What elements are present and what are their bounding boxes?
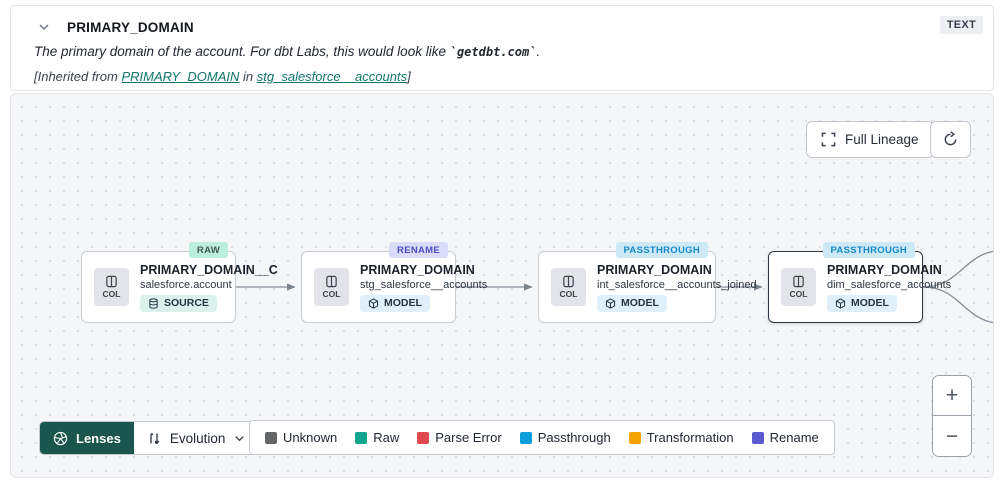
- resource-type-badge: MODEL: [827, 294, 897, 312]
- legend-swatch: [417, 431, 430, 444]
- column-badge: COL: [551, 268, 586, 306]
- evolution-lens-icon: [150, 432, 160, 444]
- lineage-node-stg-salesforce-accounts[interactable]: RENAME COL PRIMARY_DOMAIN stg_salesforce…: [301, 242, 487, 323]
- inherited-model-link[interactable]: stg_salesforce__accounts: [256, 69, 408, 84]
- resource-type-badge: MODEL: [597, 294, 667, 312]
- node-column-name: PRIMARY_DOMAIN__C: [140, 262, 278, 277]
- resource-type-badge: MODEL: [360, 294, 430, 312]
- table-columns-icon: [563, 275, 574, 288]
- column-description: The primary domain of the account. For d…: [34, 44, 541, 59]
- legend-item: Raw: [355, 430, 399, 445]
- lens-dropdown[interactable]: Evolution: [133, 422, 259, 454]
- column-badge: COL: [94, 268, 129, 306]
- legend-item: Rename: [751, 430, 819, 445]
- legend-swatch: [355, 431, 368, 444]
- legend-item: Transformation: [628, 430, 734, 445]
- lenses-control: Lenses Evolution: [39, 421, 260, 455]
- refresh-button[interactable]: [930, 121, 971, 158]
- legend-item: Passthrough: [519, 430, 611, 445]
- lineage-canvas[interactable]: RAW COL PRIMARY_DOMAIN__C salesforce.acc…: [10, 93, 994, 478]
- node-model-name: int_salesforce__accounts_joined: [597, 278, 757, 291]
- node-model-name: dim_salesforce_accounts: [827, 278, 952, 291]
- legend-swatch: [519, 431, 532, 444]
- node-model-name: salesforce.account: [140, 278, 232, 291]
- evolution-tag: RENAME: [389, 242, 448, 258]
- cube-icon: [835, 297, 846, 309]
- data-type-badge: TEXT: [939, 16, 983, 34]
- legend-item: Parse Error: [417, 430, 502, 445]
- zoom-in-button[interactable]: +: [933, 376, 971, 416]
- lineage-node-dim-salesforce-accounts[interactable]: PASSTHROUGH COL PRIMARY_DOMAIN dim_sales…: [768, 242, 951, 323]
- cube-icon: [368, 297, 379, 309]
- lenses-button[interactable]: Lenses: [40, 422, 134, 454]
- database-icon: [149, 297, 158, 309]
- evolution-tag: PASSTHROUGH: [822, 242, 915, 258]
- aperture-icon: [53, 431, 68, 445]
- plus-icon: +: [945, 384, 959, 407]
- chevron-down-icon: [39, 24, 49, 30]
- evolution-tag: PASSTHROUGH: [615, 242, 708, 258]
- evolution-legend: Unknown Raw Parse Error Passthrough Tran…: [249, 420, 835, 455]
- node-column-name: PRIMARY_DOMAIN: [597, 262, 712, 277]
- legend-swatch: [265, 431, 277, 444]
- column-name-title: PRIMARY_DOMAIN: [67, 19, 194, 35]
- chevron-down-icon: [235, 435, 245, 441]
- legend-swatch: [751, 431, 764, 444]
- node-model-name: stg_salesforce__accounts: [360, 278, 488, 291]
- legend-item: Unknown: [265, 430, 337, 445]
- zoom-controls: + −: [932, 375, 972, 457]
- table-columns-icon: [326, 275, 337, 288]
- expand-icon: [821, 132, 836, 147]
- legend-swatch: [628, 431, 641, 444]
- node-column-name: PRIMARY_DOMAIN: [827, 262, 942, 277]
- collapse-panel-button[interactable]: [35, 18, 53, 36]
- column-badge: COL: [781, 268, 816, 306]
- inherited-column-link[interactable]: PRIMARY_DOMAIN: [121, 69, 240, 84]
- evolution-tag: RAW: [188, 242, 228, 258]
- zoom-out-button[interactable]: −: [933, 416, 971, 456]
- lineage-edges: [236, 250, 993, 324]
- full-lineage-button[interactable]: Full Lineage: [806, 121, 934, 158]
- refresh-icon: [944, 131, 957, 146]
- lineage-node-int-salesforce-accounts-joined[interactable]: PASSTHROUGH COL PRIMARY_DOMAIN int_sales…: [538, 242, 757, 323]
- node-column-name: PRIMARY_DOMAIN: [360, 262, 475, 277]
- table-columns-icon: [106, 275, 117, 288]
- lineage-node-salesforce-account[interactable]: RAW COL PRIMARY_DOMAIN__C salesforce.acc…: [81, 242, 278, 323]
- table-columns-icon: [793, 275, 804, 288]
- inherited-from-note: [Inherited from PRIMARY_DOMAIN in stg_sa…: [34, 69, 411, 84]
- minus-icon: −: [945, 424, 959, 448]
- inline-code: `getdbt.com`: [449, 45, 537, 59]
- column-badge: COL: [314, 268, 349, 306]
- resource-type-badge: SOURCE: [140, 294, 217, 312]
- cube-icon: [605, 297, 616, 309]
- column-details-panel: PRIMARY_DOMAIN TEXT The primary domain o…: [10, 5, 994, 91]
